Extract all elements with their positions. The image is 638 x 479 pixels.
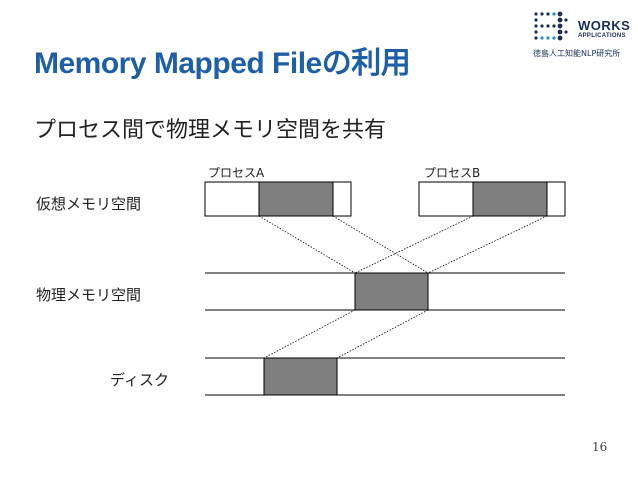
map-line-b-left [354,215,474,274]
logo-name: WORKS [578,18,631,33]
logo-sub: APPLICATIONS [578,33,626,39]
logo-jp-text: 徳島人工知能NLP研究所 [533,49,621,58]
works-applications-logo-icon [534,11,568,41]
virtual-memory-label: 仮想メモリ空間 [36,195,142,213]
map-line-disk-left [263,309,356,359]
slide-title: Memory Mapped Fileの利用 [34,47,411,80]
map-line-a-left [258,215,356,274]
process-a-label: プロセスA [208,166,265,180]
physical-shared-region [354,272,429,311]
process-b-mapped-region [472,181,548,217]
disk-file-region [263,357,338,396]
map-line-disk-right [336,309,429,359]
slide-subtitle: プロセス間で物理メモリ空間を共有 [34,118,387,143]
process-b-label: プロセスB [424,166,481,180]
process-a-mapped-region [258,181,334,217]
page-number: 16 [592,440,608,454]
physical-memory-label: 物理メモリ空間 [36,286,142,304]
map-line-b-right [427,215,548,274]
map-line-a-right [332,215,429,274]
disk-label: ディスク [110,371,169,389]
